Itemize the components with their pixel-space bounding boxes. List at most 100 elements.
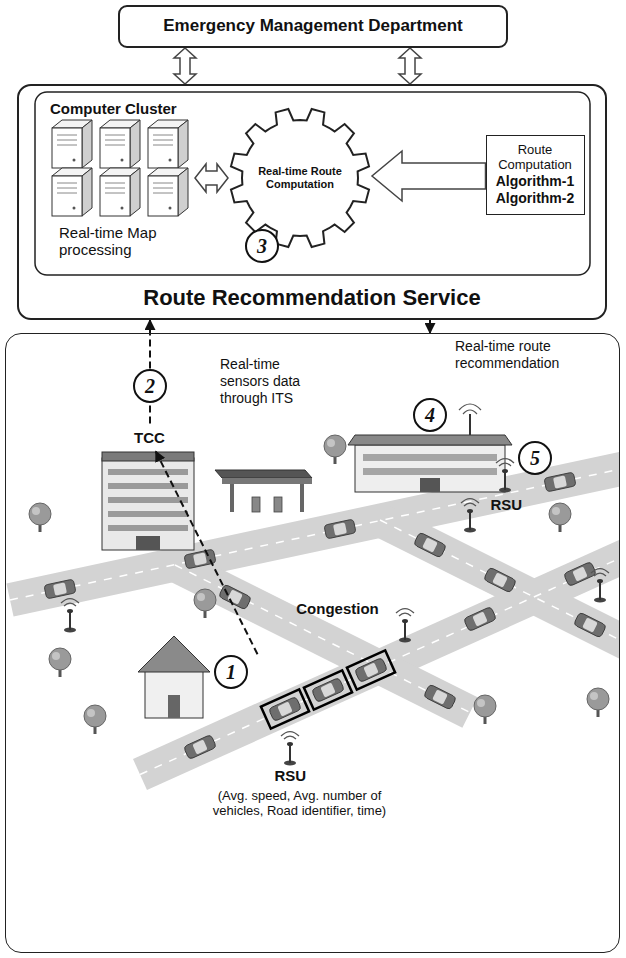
car bbox=[423, 684, 456, 710]
car bbox=[483, 567, 516, 593]
tree bbox=[194, 589, 216, 618]
node-text: Congestion bbox=[258, 600, 418, 618]
road-marking bbox=[380, 520, 619, 645]
server-cluster: Computer ClusterReal-time Map processing bbox=[45, 98, 195, 265]
tcc-node: TCC bbox=[110, 424, 190, 452]
rsu-antenna bbox=[61, 459, 609, 766]
road bbox=[380, 520, 619, 645]
rsu-antenna bbox=[461, 499, 479, 533]
block-arrow bbox=[195, 164, 228, 192]
gas-station bbox=[222, 478, 312, 484]
tcc-building bbox=[136, 536, 160, 550]
node-text: Real-time Route Computation bbox=[258, 165, 342, 190]
rsu-label: RSU bbox=[275, 767, 307, 785]
congestion-node: Congestion bbox=[258, 598, 418, 735]
car bbox=[183, 734, 216, 759]
congested-car bbox=[304, 670, 352, 709]
car bbox=[413, 532, 446, 558]
gas-station bbox=[274, 497, 282, 512]
house bbox=[138, 636, 210, 718]
tree bbox=[474, 695, 496, 724]
block-arrow bbox=[174, 48, 196, 84]
gas-station bbox=[252, 497, 260, 512]
server-rack bbox=[148, 120, 188, 168]
congested-car bbox=[347, 650, 395, 689]
tcc-building bbox=[102, 458, 194, 550]
tcc-building bbox=[108, 511, 188, 517]
server-rack bbox=[100, 168, 140, 216]
callout-number: 2 bbox=[133, 369, 167, 403]
gas-station bbox=[215, 470, 312, 512]
house bbox=[168, 695, 180, 718]
rsu-antenna bbox=[396, 609, 414, 643]
tcc-building bbox=[108, 525, 188, 531]
congested-car bbox=[261, 689, 309, 728]
server-rack bbox=[52, 120, 92, 168]
gas-station bbox=[230, 484, 234, 512]
house bbox=[138, 636, 210, 672]
tree bbox=[84, 705, 106, 734]
road bbox=[10, 467, 619, 775]
car bbox=[573, 612, 606, 638]
office-building bbox=[469, 414, 471, 435]
tree bbox=[324, 435, 346, 464]
node-text: Route Computation bbox=[492, 143, 578, 173]
callout-number: 5 bbox=[518, 441, 552, 475]
car bbox=[184, 549, 216, 569]
rsu-antenna bbox=[281, 732, 299, 766]
city-illustration bbox=[10, 404, 619, 775]
tree bbox=[587, 688, 609, 717]
node-text: Algorithm-1 bbox=[496, 173, 575, 190]
data-note: (Avg. speed, Avg. number of vehicles, Ro… bbox=[210, 788, 390, 819]
car bbox=[563, 561, 596, 586]
tcc-building bbox=[108, 497, 188, 503]
server-rack bbox=[52, 120, 188, 216]
callout-number: 4 bbox=[413, 398, 447, 432]
tree bbox=[29, 503, 51, 532]
node-text: Real-time Map processing bbox=[59, 224, 191, 259]
car bbox=[463, 606, 496, 631]
cluster-heading: Computer Cluster bbox=[50, 100, 195, 118]
callout-number: 3 bbox=[245, 229, 279, 263]
tree bbox=[549, 503, 571, 532]
service-panel: Computer ClusterReal-time Map processing… bbox=[17, 84, 607, 320]
office-building bbox=[459, 404, 481, 414]
inner-frame bbox=[35, 92, 590, 275]
rsu-antenna bbox=[591, 569, 609, 603]
block-arrow bbox=[399, 48, 421, 84]
car bbox=[44, 472, 607, 760]
rsu-label: RSU bbox=[491, 496, 523, 514]
office-building bbox=[348, 435, 512, 445]
rsu-antenna bbox=[496, 459, 514, 493]
office-building bbox=[355, 445, 505, 492]
road bbox=[175, 565, 470, 713]
rsu-antenna bbox=[61, 599, 79, 633]
office-building bbox=[363, 454, 497, 461]
panel-heading: Route Recommendation Service bbox=[19, 285, 605, 311]
algorithm-box: Route ComputationAlgorithm-1Algorithm-2 bbox=[486, 135, 585, 215]
node-text: Emergency Management Department bbox=[163, 16, 462, 36]
callout-number: 1 bbox=[214, 655, 248, 689]
tcc-building bbox=[108, 469, 188, 475]
car bbox=[544, 472, 576, 492]
road-marking bbox=[175, 565, 470, 713]
road-marking bbox=[10, 467, 619, 775]
house bbox=[145, 670, 203, 718]
gear-node: Real-time Route Computation bbox=[228, 106, 372, 250]
tcc-building bbox=[108, 483, 188, 489]
car bbox=[218, 584, 251, 610]
city-panel: TCCCongestionRSURSU(Avg. speed, Avg. num… bbox=[5, 333, 620, 953]
node-text: TCC bbox=[134, 429, 165, 447]
edge-label: Real-time sensors data through ITS bbox=[220, 356, 330, 406]
department-box: Emergency Management Department bbox=[118, 5, 508, 48]
road-marking bbox=[140, 554, 619, 775]
road-marking bbox=[10, 467, 619, 600]
gas-station bbox=[300, 484, 304, 512]
tcc-building bbox=[102, 452, 194, 461]
congested-car bbox=[261, 650, 395, 728]
office-building bbox=[363, 468, 497, 475]
node-text: Algorithm-2 bbox=[496, 190, 575, 207]
tree bbox=[29, 435, 609, 734]
office-building bbox=[420, 478, 440, 492]
